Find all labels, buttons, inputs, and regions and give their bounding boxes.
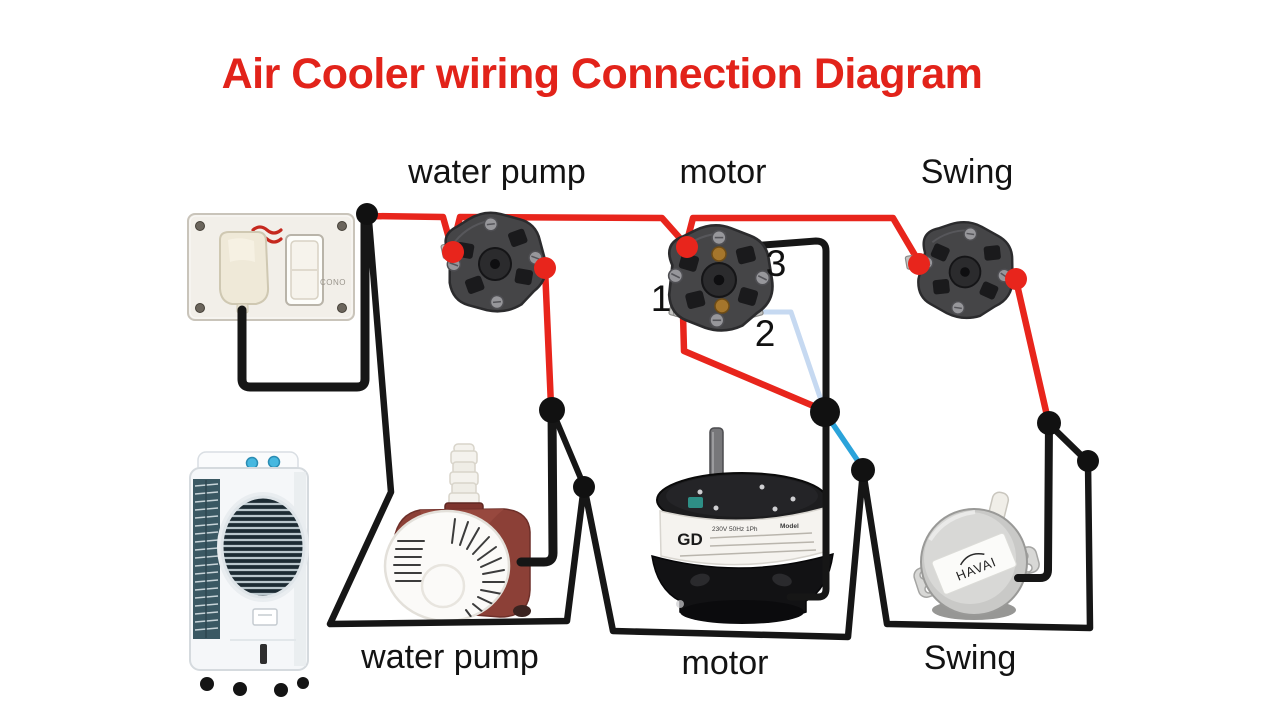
pump-nozzle	[444, 443, 484, 517]
cooler-vent	[260, 644, 267, 664]
pump-foot	[513, 605, 531, 617]
socket-brand-text: CONO	[320, 278, 346, 287]
cooler-honeycomb-panel	[193, 479, 220, 639]
label-switch-water-pump: water pump	[407, 153, 586, 191]
motor-brand-text: GD	[677, 530, 703, 549]
pump-front-cover	[383, 509, 511, 623]
cooler-badge	[252, 608, 278, 626]
plug	[219, 231, 270, 314]
motor-green-sticker	[688, 497, 703, 508]
speed-wire-pale-blue	[750, 309, 827, 412]
terminal-number-1: 1	[651, 278, 672, 319]
power-socket: CONO	[187, 213, 355, 321]
label-switch-swing: Swing	[921, 153, 1014, 191]
live-terminal-dots	[442, 236, 1027, 290]
terminal-number-2: 2	[755, 313, 776, 354]
cooler-wheels	[200, 677, 309, 697]
wires	[237, 212, 1094, 641]
live-wire-motor-drop	[679, 310, 827, 414]
rocker-switch	[285, 234, 324, 306]
live-wire-bus	[363, 212, 923, 266]
label-device-water-pump: water pump	[360, 638, 539, 676]
cooler-knob	[245, 456, 259, 470]
motor-spec-text: 230V 50Hz 1Ph	[712, 526, 758, 533]
motor-switch-brass-screws	[711, 246, 730, 314]
motor-label-band: GD 230V 50Hz 1Ph Model	[659, 507, 825, 566]
live-wire-pump-drop	[541, 264, 555, 410]
swing-motor-image: HAVAI	[913, 491, 1040, 620]
motor-model-text: Model	[780, 523, 799, 530]
label-device-swing: Swing	[924, 639, 1017, 677]
neutral-wire-main	[326, 217, 1094, 641]
swing-rotary-switch	[912, 215, 1022, 326]
live-wire-swing-drop	[1012, 276, 1052, 424]
page-title: Air Cooler wiring Connection Diagram	[222, 50, 983, 98]
label-switch-motor: motor	[680, 153, 767, 191]
terminal-number-3: 3	[766, 243, 787, 284]
air-cooler-image	[189, 451, 309, 697]
label-device-motor: motor	[682, 644, 769, 682]
neutral-wire-plug-loop	[237, 214, 370, 392]
pump-feed-wire	[516, 403, 558, 567]
pump-junction-link-wire	[549, 407, 587, 489]
cooler-knob	[267, 455, 281, 469]
cooler-fan-grille	[217, 492, 309, 602]
swing-label: HAVAI	[931, 532, 1017, 595]
water-pump-image	[383, 443, 531, 623]
junction-dots	[356, 203, 1099, 498]
fan-motor-image: GD 230V 50Hz 1Ph Model	[651, 427, 834, 624]
swing-feed-wire	[1014, 417, 1053, 582]
socket-screws	[195, 221, 347, 313]
